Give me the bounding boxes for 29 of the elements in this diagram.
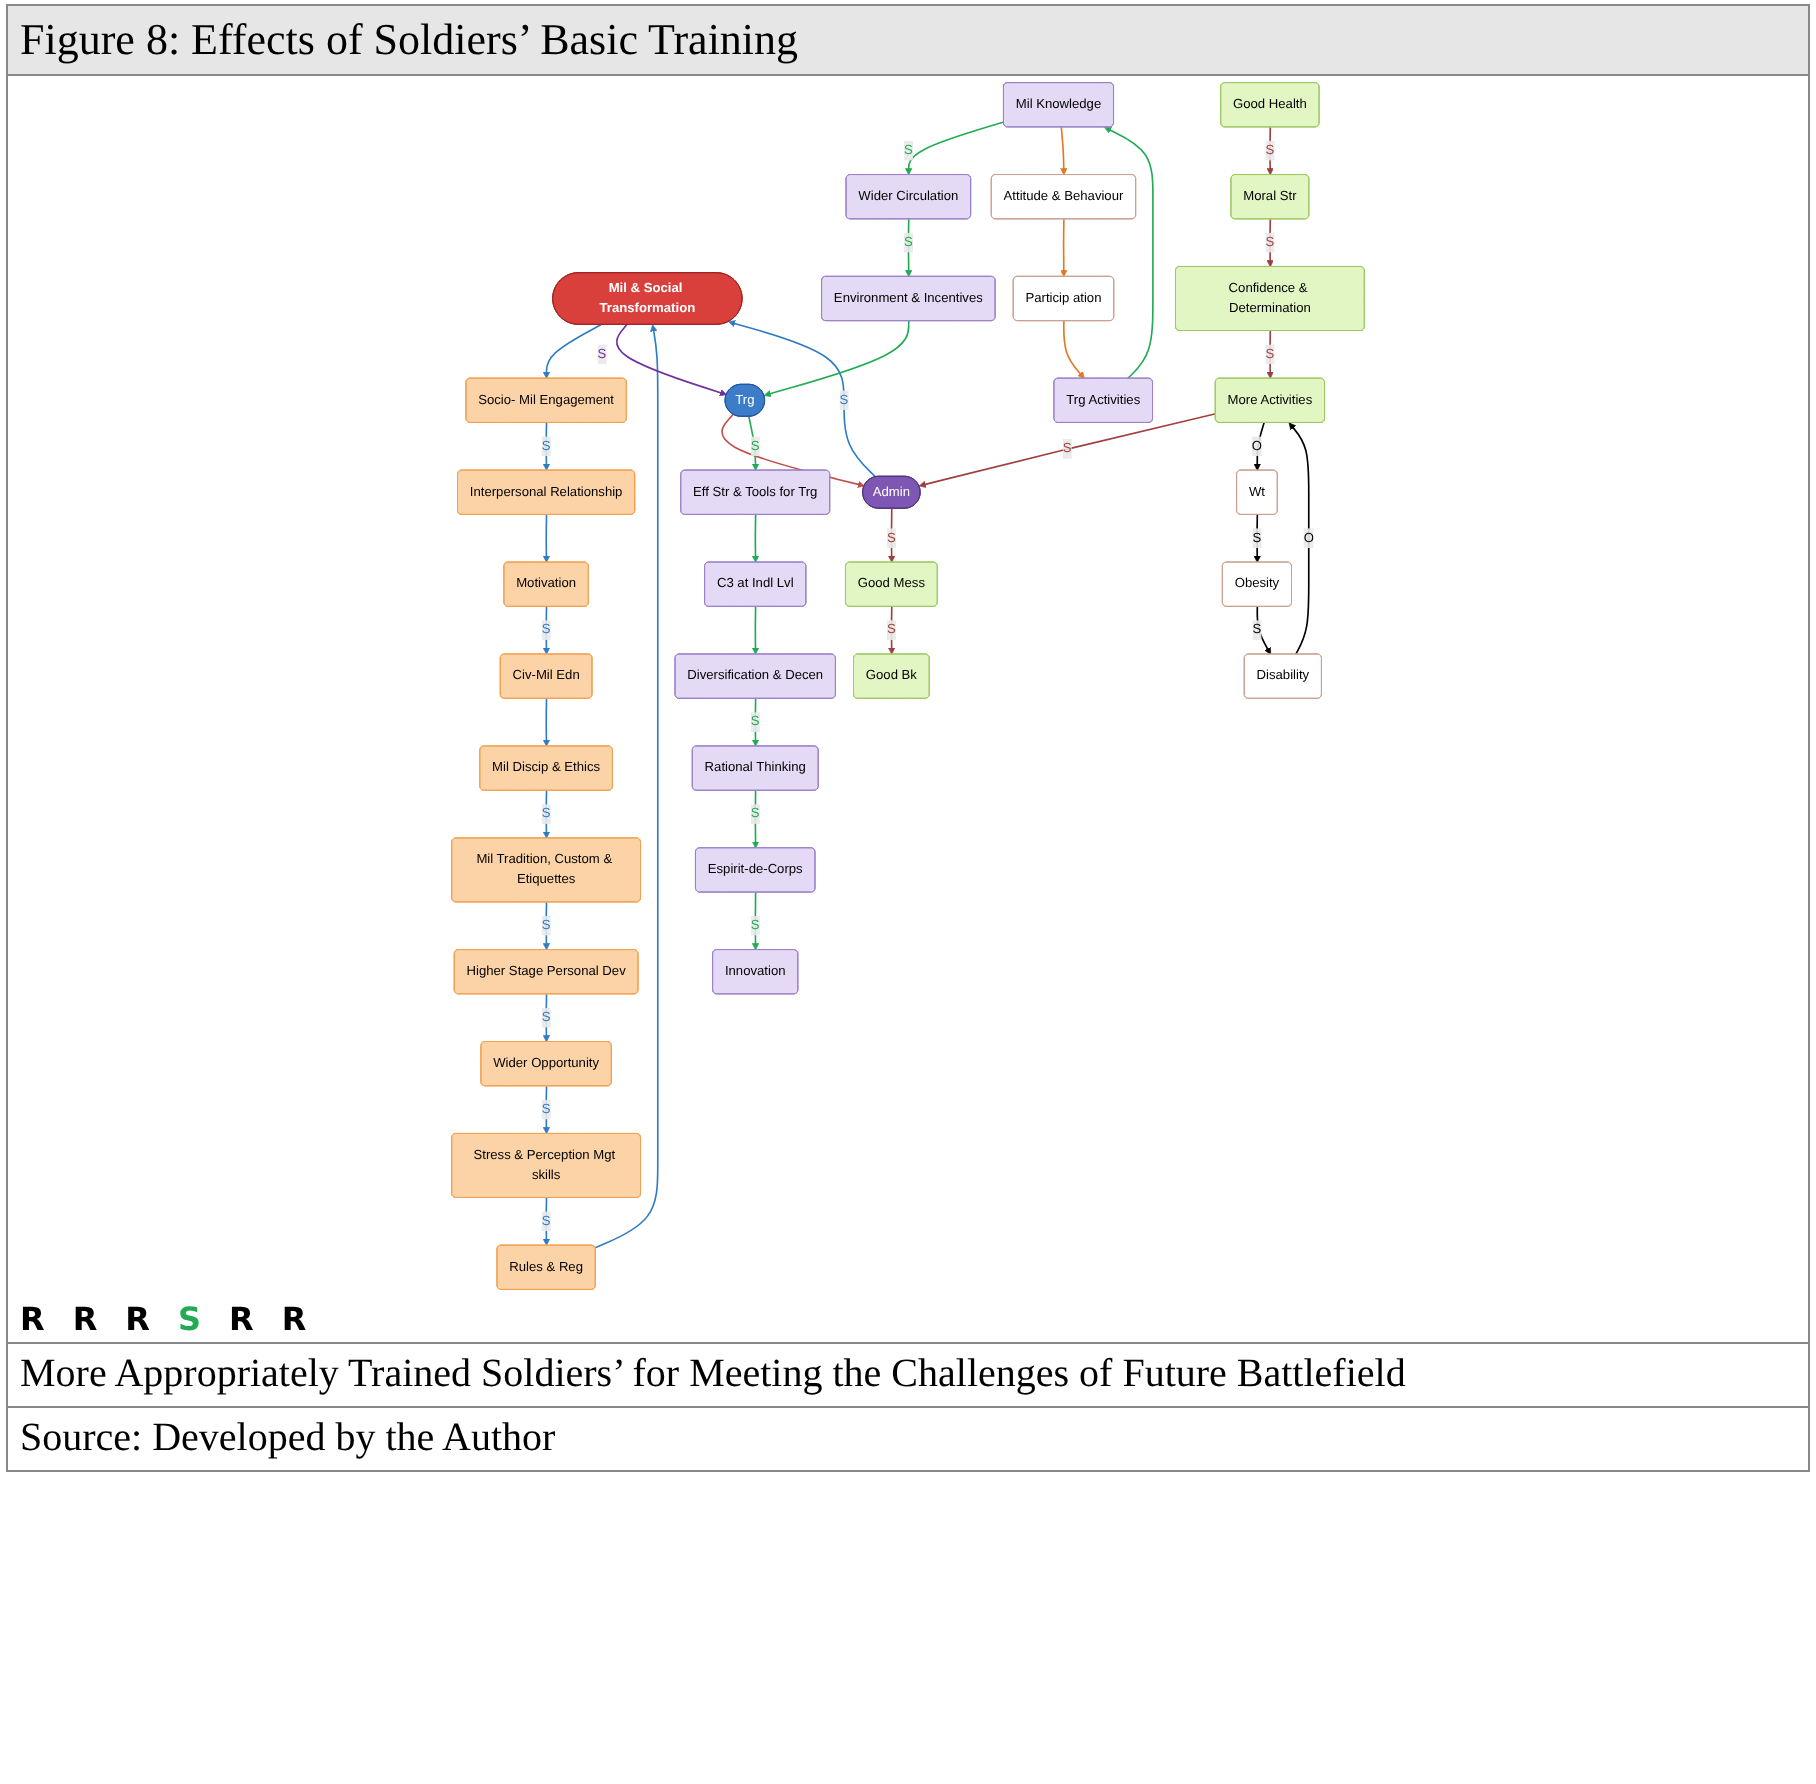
arrow	[905, 218, 913, 278]
source-note: Source: Developed by the Author	[20, 1416, 556, 1460]
arrow	[542, 697, 551, 747]
loop-marker: S	[177, 1300, 202, 1338]
arrow	[594, 324, 659, 1249]
arrow	[905, 121, 1005, 176]
arrow	[763, 320, 910, 398]
arrow	[751, 514, 760, 563]
arrow	[751, 891, 760, 951]
loop-marker: R	[229, 1300, 254, 1338]
loop-marker: R	[72, 1300, 98, 1338]
loop-marker: R	[125, 1300, 150, 1338]
figure-caption: More Appropriately Trained Soldiers’ for Meeting the Challenges of Future Battlefield	[8, 1342, 1808, 1406]
arrow	[748, 415, 760, 471]
arrow	[616, 323, 727, 397]
loop-marker: R	[20, 1300, 45, 1338]
arrow	[1104, 126, 1154, 380]
arrow	[1062, 320, 1085, 379]
arrow	[751, 605, 760, 655]
arrow	[918, 412, 1217, 488]
arrow	[542, 514, 551, 563]
arrow	[542, 323, 602, 379]
arrow	[1060, 126, 1068, 176]
arrow	[751, 789, 760, 849]
loop-marker: R	[281, 1300, 307, 1338]
figure-title: Figure 8: Effects of Soldiers’ Basic Training	[8, 6, 1808, 76]
arrow	[1288, 422, 1310, 656]
arrow	[1060, 218, 1068, 278]
arrow	[728, 320, 877, 478]
